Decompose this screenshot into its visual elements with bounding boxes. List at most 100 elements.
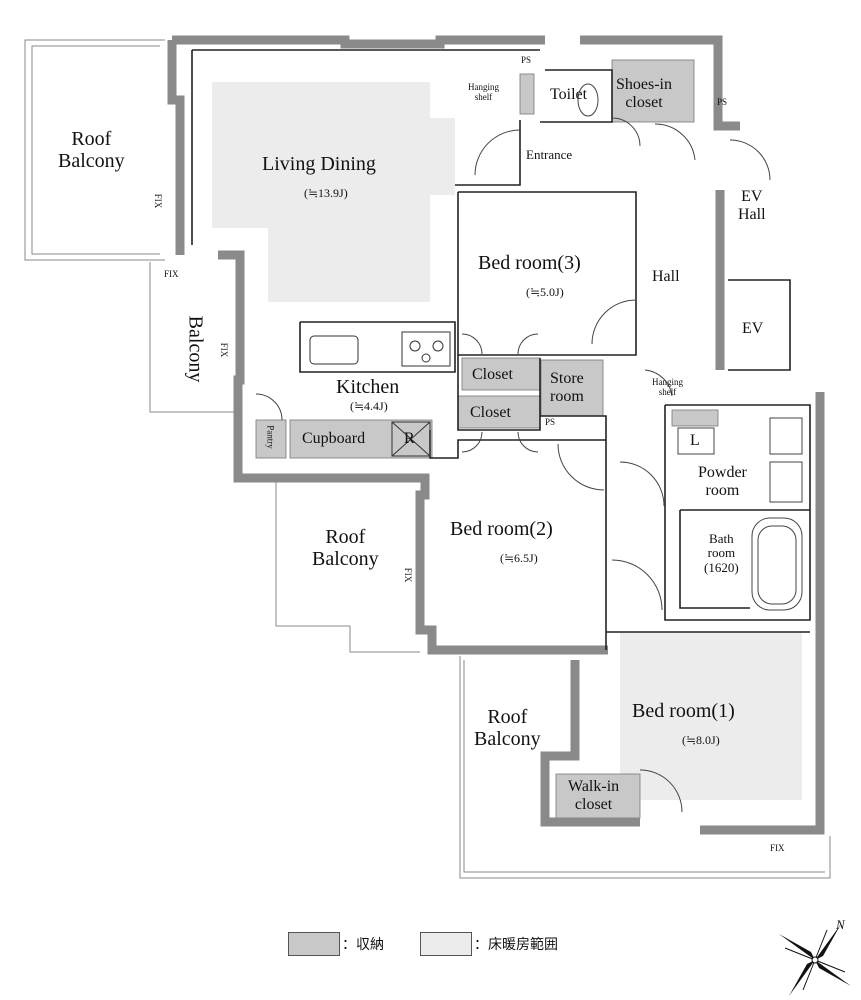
wall-ev-box bbox=[728, 279, 791, 371]
bed2-area: (≒6.5J) bbox=[500, 551, 538, 565]
storage-cupboard bbox=[289, 419, 433, 459]
bed2-label: Bed room(2) bbox=[450, 518, 553, 540]
toilet-label: Toilet bbox=[550, 86, 588, 103]
closet-b-label: Closet bbox=[470, 404, 511, 421]
wall-bath-block bbox=[664, 404, 811, 621]
refrigerator-box bbox=[391, 421, 431, 457]
bath-fixtures bbox=[577, 83, 803, 611]
toilet-bowl bbox=[577, 83, 599, 117]
roof-balcony-mid-line1: Roof bbox=[325, 526, 366, 548]
wall-bed1-west bbox=[540, 660, 640, 827]
ev-label: EV bbox=[742, 320, 764, 337]
ps-mark-3: PS bbox=[545, 417, 556, 427]
vanity-cabinet bbox=[769, 461, 803, 503]
roof-balcony-s-outline bbox=[459, 656, 831, 879]
roof-balcony-mid-line2: Balcony bbox=[312, 548, 379, 570]
roof-balcony-nw-label: Roof Balcony bbox=[58, 128, 125, 172]
stove-burner-1 bbox=[409, 340, 421, 352]
bed1-area: (≒8.0J) bbox=[682, 733, 720, 747]
ps-mark-1: PS bbox=[521, 55, 532, 65]
lavatory-box bbox=[677, 427, 715, 455]
wall-kitchen-counter bbox=[299, 321, 456, 373]
powder-room-label: Powder room bbox=[698, 464, 747, 499]
compass-needle-west bbox=[779, 934, 815, 960]
wall-store bbox=[540, 415, 607, 650]
wall-east bbox=[700, 392, 825, 835]
door-walkin bbox=[639, 769, 683, 813]
balcony-label: Balcony bbox=[184, 315, 207, 383]
lavatory-label: L bbox=[690, 432, 700, 449]
fix-mark-5: FIX bbox=[770, 843, 785, 853]
hanging-shelf-top-line1: Hanging bbox=[468, 82, 499, 92]
storage-shoes-closet bbox=[611, 59, 695, 123]
ev-hall-label: EV Hall bbox=[738, 188, 766, 223]
store-room-line1: Store bbox=[550, 370, 584, 387]
door-bed2 bbox=[557, 443, 605, 491]
door-entrance bbox=[654, 123, 696, 161]
roof-balcony-s-label: Roof Balcony bbox=[474, 706, 541, 750]
ev-hall-line2: Hall bbox=[738, 205, 766, 223]
hanging-shelf-right-line1: Hanging bbox=[652, 377, 683, 387]
floor-heating-living bbox=[212, 82, 455, 302]
door-living bbox=[474, 129, 521, 176]
fix-mark-4: FIX bbox=[403, 567, 414, 583]
kitchen-label: Kitchen bbox=[336, 376, 400, 398]
roof-balcony-mid-outline bbox=[275, 482, 420, 653]
roof-balcony-nw-outline bbox=[24, 39, 165, 261]
fix-mark-2: FIX bbox=[164, 269, 179, 279]
storage-walkin bbox=[555, 773, 641, 819]
fix-mark-3: FIX bbox=[219, 342, 230, 358]
compass-rose bbox=[779, 924, 851, 996]
stove-burner-2 bbox=[432, 340, 444, 352]
bathtub bbox=[751, 517, 803, 611]
shoes-closet-line2: closet bbox=[625, 93, 663, 111]
compass-needle-north bbox=[815, 924, 841, 960]
roof-balcony-s-line1: Roof bbox=[487, 706, 528, 728]
bathtub-inner bbox=[757, 525, 797, 605]
wall-north-east bbox=[580, 35, 740, 131]
wall-kitchen-west bbox=[218, 250, 608, 655]
pantry-label: Pantry bbox=[265, 425, 276, 449]
kitchen-fixtures bbox=[309, 331, 451, 457]
bath-room-line2: room bbox=[707, 545, 736, 561]
floor-heating-bed1 bbox=[620, 632, 802, 800]
powder-room-line1: Powder bbox=[698, 464, 747, 481]
living-dining-label: Living Dining bbox=[262, 153, 376, 175]
bath-room-line1: Bath bbox=[709, 531, 734, 546]
hanging-shelf-top-label: Hanging shelf bbox=[468, 82, 499, 103]
wall-bed3-outline bbox=[457, 191, 637, 356]
hanging-shelf-right-line2: shelf bbox=[658, 386, 677, 397]
living-dining-area: (≒13.9J) bbox=[304, 186, 348, 200]
washing-machine bbox=[769, 417, 803, 455]
ps-mark-2: PS bbox=[717, 97, 728, 107]
compass-north-label: N bbox=[836, 917, 845, 932]
stove-burner-3 bbox=[421, 353, 431, 363]
roof-balcony-s-inner bbox=[463, 660, 825, 873]
door-closet-b1 bbox=[461, 431, 483, 453]
storage-closet-a bbox=[461, 357, 541, 391]
compass-needle-south bbox=[789, 960, 815, 996]
bed3-label: Bed room(3) bbox=[478, 252, 581, 274]
compass-center bbox=[811, 956, 819, 964]
wall-toilet bbox=[540, 69, 613, 123]
cupboard-label: Cupboard bbox=[302, 430, 366, 447]
refrigerator-x2 bbox=[391, 421, 431, 457]
kitchen-sink bbox=[309, 335, 359, 365]
walkin-closet-line1: Walk-in bbox=[568, 778, 620, 795]
storage-hanging-shelf-top bbox=[519, 73, 535, 115]
door-pantry bbox=[255, 393, 283, 421]
entrance-label: Entrance bbox=[526, 147, 573, 162]
legend-storage-swatch bbox=[288, 932, 340, 956]
legend-storage-label: ：収納 bbox=[342, 937, 384, 953]
kitchen-area: (≒4.4J) bbox=[350, 399, 388, 413]
refrigerator-label: R bbox=[404, 430, 415, 447]
door-bed3 bbox=[591, 299, 637, 345]
door-hall-store bbox=[644, 369, 673, 397]
door-ev-hall bbox=[729, 139, 771, 181]
door-closet-b2 bbox=[517, 431, 539, 453]
balcony-outlines bbox=[24, 39, 831, 879]
door-closet-a2 bbox=[517, 333, 539, 355]
legend-floor-heating-label: ：床暖房範囲 bbox=[474, 937, 558, 953]
store-room-line2: room bbox=[550, 387, 584, 405]
